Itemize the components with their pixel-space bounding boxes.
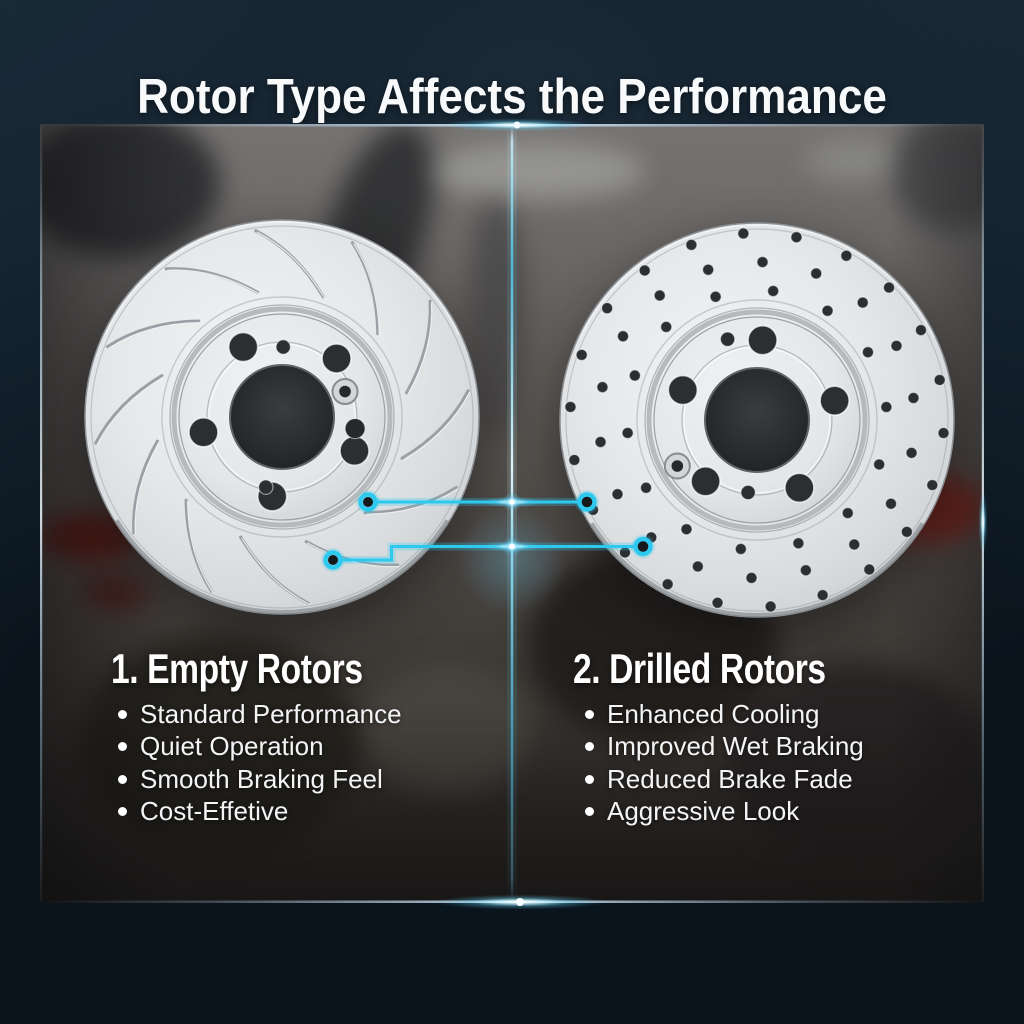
list-item: Standard Performance — [118, 698, 426, 731]
right-rotor-heading: 2. Drilled Rotors — [573, 645, 826, 692]
left-rotor-caption: 1. Empty Rotors Standard Performance Qui… — [111, 648, 426, 828]
list-item-label: Improved Wet Braking — [607, 731, 864, 762]
bullet-dot — [585, 807, 594, 817]
left-rotor-feature-list: Standard Performance Quiet Operation Smo… — [118, 698, 426, 828]
list-item-label: Reduced Brake Fade — [607, 763, 853, 794]
list-item-label: Standard Performance — [140, 698, 402, 729]
bullet-dot — [585, 774, 594, 784]
list-item-label: Smooth Braking Feel — [140, 763, 383, 794]
list-item: Cost-Effetive — [118, 796, 426, 829]
bullet-dot — [118, 807, 127, 817]
bullet-dot — [585, 742, 594, 752]
list-item-label: Cost-Effetive — [140, 796, 289, 827]
bullet-dot — [118, 742, 127, 752]
list-item-label: Aggressive Look — [607, 796, 800, 827]
list-item: Smooth Braking Feel — [118, 763, 426, 796]
right-rotor-feature-list: Enhanced Cooling Improved Wet Braking Re… — [585, 698, 889, 828]
list-item-label: Quiet Operation — [140, 731, 324, 762]
list-item: Quiet Operation — [118, 731, 426, 764]
list-item-label: Enhanced Cooling — [607, 698, 820, 729]
bullet-dot — [118, 774, 127, 784]
bullet-dot — [118, 709, 127, 719]
list-item: Improved Wet Braking — [585, 731, 889, 764]
right-rotor-caption: 2. Drilled Rotors Enhanced Cooling Impro… — [573, 648, 889, 828]
list-item: Enhanced Cooling — [585, 698, 889, 731]
list-item: Aggressive Look — [585, 796, 889, 829]
list-item: Reduced Brake Fade — [585, 763, 889, 796]
drilled-rotor-image — [559, 222, 955, 618]
slotted-rotor-image — [84, 219, 480, 615]
left-rotor-heading: 1. Empty Rotors — [111, 645, 363, 692]
bullet-dot — [585, 709, 594, 719]
page-title: Rotor Type Affects the Performance — [137, 69, 887, 124]
